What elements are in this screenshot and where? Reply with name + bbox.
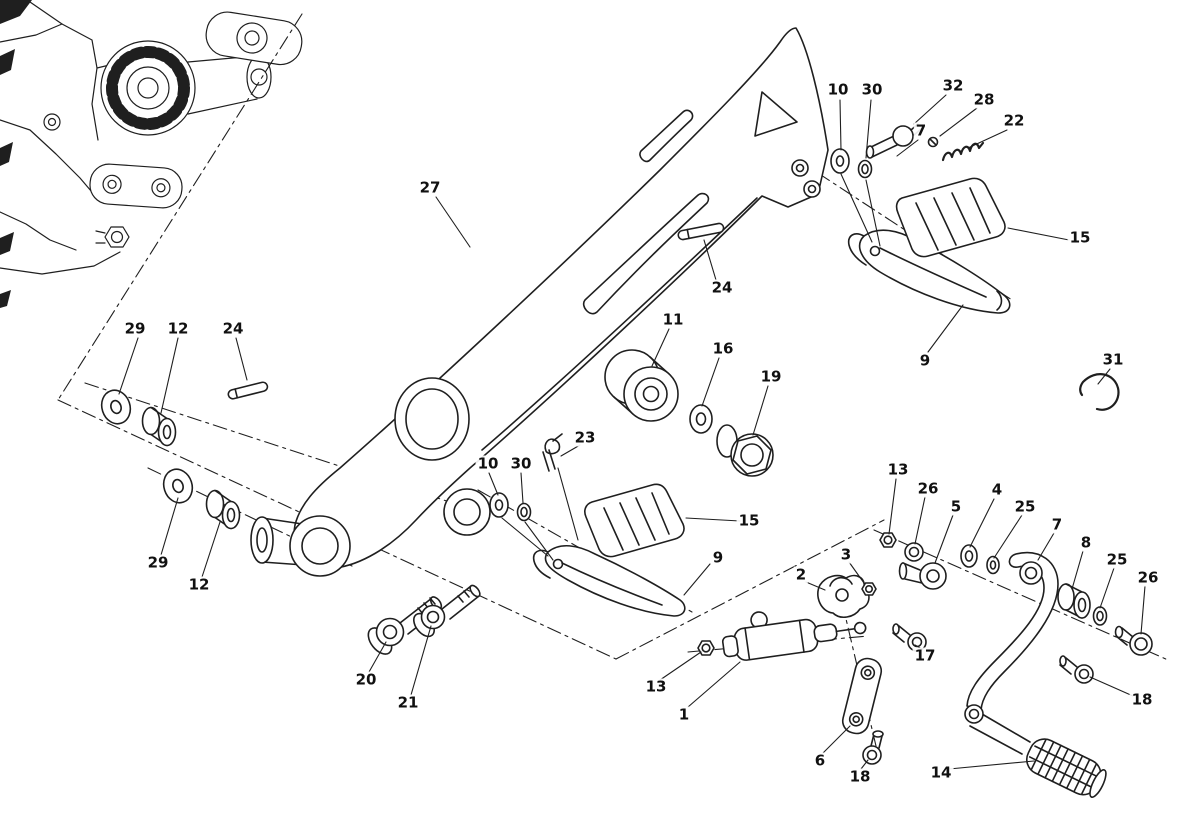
part-callout-24: 24 (709, 278, 735, 297)
link-arm (841, 657, 883, 735)
mid-washers-and-clip (489, 433, 563, 522)
roller-and-bolt (604, 349, 774, 477)
part-callout-22: 22 (1001, 111, 1027, 130)
footpeg-mid (532, 545, 686, 617)
part-callout-17: 17 (912, 646, 938, 665)
engine-assembly (0, 0, 303, 308)
part-callout-24: 24 (220, 319, 246, 338)
part-callout-29: 29 (122, 319, 148, 338)
part-callout-5: 5 (948, 497, 964, 516)
gear-linkage-group (697, 373, 1153, 798)
part-callout-12: 12 (186, 575, 212, 594)
part-callout-16: 16 (710, 339, 736, 358)
part-callout-1: 1 (676, 705, 692, 724)
pin-24-upper (677, 222, 725, 241)
part-callout-4: 4 (989, 480, 1005, 499)
part-callout-25: 25 (1104, 550, 1130, 569)
part-callout-30: 30 (859, 80, 885, 99)
part-callout-8: 8 (1078, 533, 1094, 552)
part-callout-13: 13 (885, 460, 911, 479)
part-callout-26: 26 (1135, 568, 1161, 587)
part-callout-6: 6 (812, 751, 828, 770)
part-callout-9: 9 (917, 351, 933, 370)
part-callout-25: 25 (1012, 497, 1038, 516)
rearset-bracket-plate (250, 27, 829, 577)
part-callout-10: 10 (825, 80, 851, 99)
part-callout-18: 18 (1129, 690, 1155, 709)
part-callout-13: 13 (643, 677, 669, 696)
part-callout-11: 11 (660, 310, 686, 329)
part-callout-7: 7 (1049, 515, 1065, 534)
ball-joint-group (865, 123, 985, 162)
part-callout-9: 9 (710, 548, 726, 567)
part-callout-20: 20 (353, 670, 379, 689)
part-callout-12: 12 (165, 319, 191, 338)
part-callout-3: 3 (838, 545, 854, 564)
part-callout-31: 31 (1100, 350, 1126, 369)
part-callout-28: 28 (971, 90, 997, 109)
part-callout-19: 19 (758, 367, 784, 386)
part-callout-30: 30 (508, 454, 534, 473)
part-callout-10: 10 (475, 454, 501, 473)
part-callout-23: 23 (572, 428, 598, 447)
top-washers (830, 148, 873, 179)
mount-bolts (367, 584, 481, 655)
part-callout-7: 7 (913, 121, 929, 140)
part-callout-15: 15 (1067, 228, 1093, 247)
part-callout-15: 15 (736, 511, 762, 530)
part-callout-2: 2 (793, 565, 809, 584)
leader-lines (118, 94, 1146, 770)
left-spacers-washers (100, 381, 269, 530)
pedal-rubber (1026, 738, 1107, 798)
part-callout-14: 14 (928, 763, 954, 782)
part-callout-29: 29 (145, 553, 171, 572)
part-callout-26: 26 (915, 479, 941, 498)
part-callout-32: 32 (940, 76, 966, 95)
master-cylinder (721, 611, 867, 661)
part-callout-18: 18 (847, 767, 873, 786)
part-callout-21: 21 (395, 693, 421, 712)
footpeg-rubber-pad-top (895, 177, 1006, 258)
footpeg-rubber-pad-mid (584, 483, 685, 558)
part-callout-27: 27 (417, 178, 443, 197)
